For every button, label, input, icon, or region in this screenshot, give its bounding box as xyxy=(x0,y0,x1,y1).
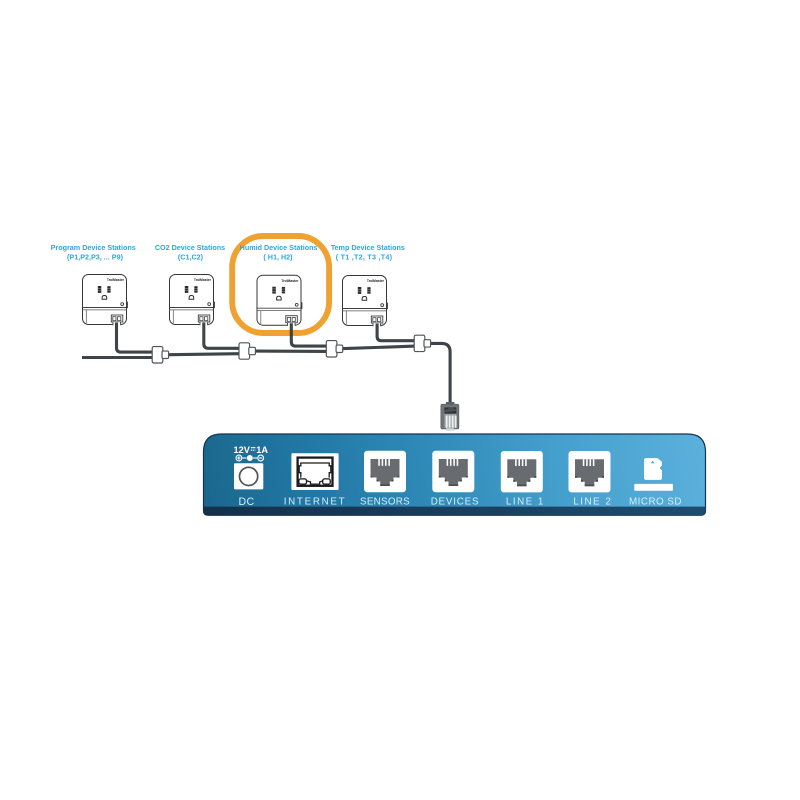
svg-text:SENSORS: SENSORS xyxy=(360,496,410,507)
svg-text:LINE 1: LINE 1 xyxy=(506,496,545,507)
svg-text:DEVICES: DEVICES xyxy=(431,496,480,507)
svg-text:Temp Device Stations: Temp Device Stations xyxy=(331,243,405,252)
svg-text:(C1,C2): (C1,C2) xyxy=(178,252,204,261)
svg-text:INTERNET: INTERNET xyxy=(284,496,347,507)
svg-text:LINE 2: LINE 2 xyxy=(573,496,612,507)
svg-text:Humid Device Stations: Humid Device Stations xyxy=(240,243,318,252)
svg-text:DC: DC xyxy=(238,496,254,508)
svg-text:( T1 ,T2, T3 ,T4): ( T1 ,T2, T3 ,T4) xyxy=(336,252,393,261)
svg-text:1A: 1A xyxy=(256,445,268,455)
svg-text:Program Device Stations: Program Device Stations xyxy=(51,243,136,252)
svg-text:CO2 Device Stations: CO2 Device Stations xyxy=(155,243,225,252)
svg-text:12V: 12V xyxy=(234,445,251,455)
svg-text:( H1, H2): ( H1, H2) xyxy=(263,252,293,261)
svg-text:(P1,P2,P3, ... P9): (P1,P2,P3, ... P9) xyxy=(67,252,124,261)
svg-text:MICRO SD: MICRO SD xyxy=(629,496,682,507)
